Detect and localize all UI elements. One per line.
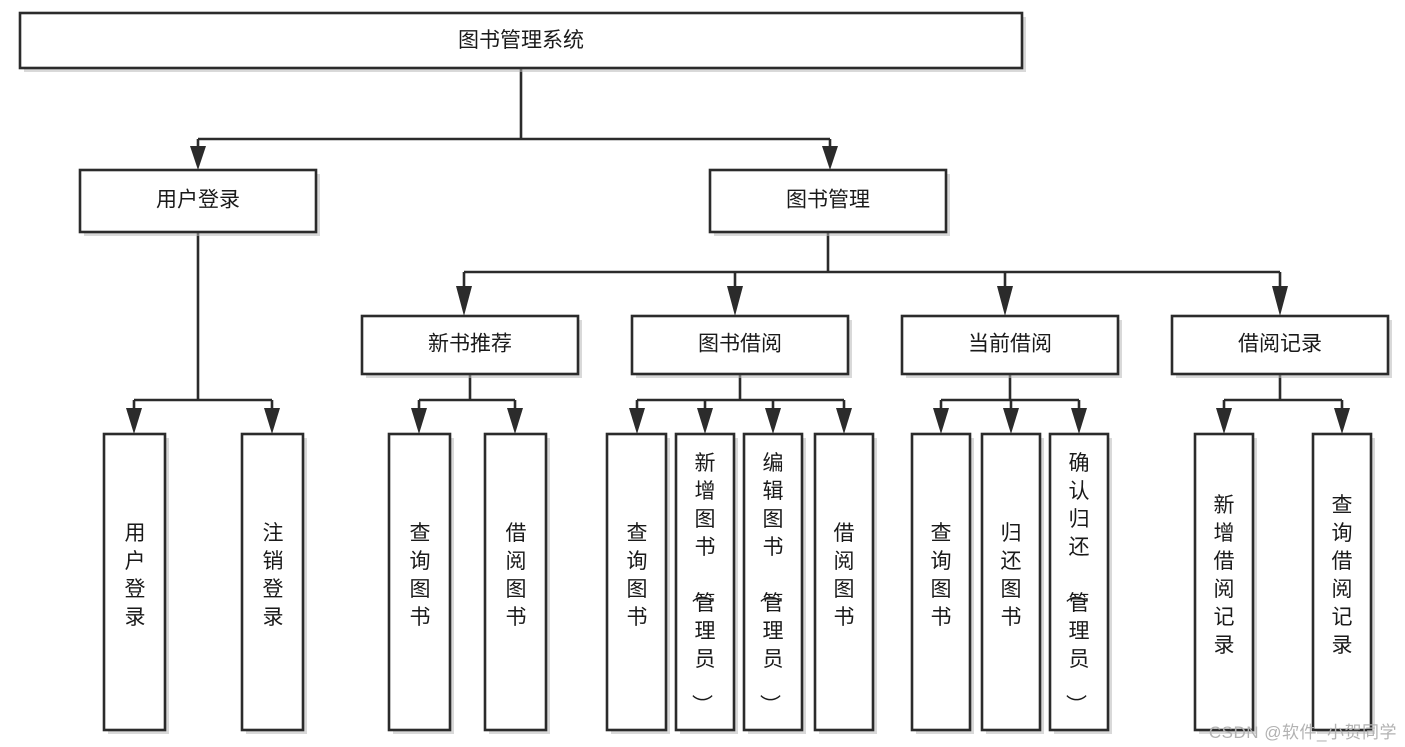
node-book-management[interactable]: 图书管理 xyxy=(708,168,950,236)
arrowhead-newbook-query xyxy=(411,408,427,434)
arrowhead-book-mgmt xyxy=(822,146,838,170)
csdn-watermark: CSDN @软件_小贺同学 xyxy=(1208,723,1397,742)
leaf-borrow-query-book-label: 查询图书 xyxy=(627,522,648,629)
arrowhead-borrow-edit xyxy=(765,408,781,434)
leaf-current-confirm-return-admin-label: 确认归还（管理员） xyxy=(1064,452,1090,715)
arrowhead-record-query xyxy=(1334,408,1350,434)
leaf-record-query[interactable]: 查询借阅记录 xyxy=(1311,432,1375,734)
node-book-management-label: 图书管理 xyxy=(786,189,870,212)
leaf-current-confirm-return-admin[interactable]: 确认归还（管理员） xyxy=(1048,432,1112,734)
leaf-borrow-lend-book-label: 借阅图书 xyxy=(834,522,855,629)
leaf-newbook-query-book[interactable]: 查询图书 xyxy=(387,432,454,734)
leaf-newbook-borrow-book[interactable]: 借阅图书 xyxy=(483,432,550,734)
leaf-logout-label: 注销登录 xyxy=(263,522,284,629)
leaf-user-login-label: 用户登录 xyxy=(125,522,146,629)
leaf-record-add-label: 新增借阅记录 xyxy=(1214,494,1235,657)
leaf-borrow-lend-book[interactable]: 借阅图书 xyxy=(813,432,877,734)
leaf-current-return-book[interactable]: 归还图书 xyxy=(980,432,1044,734)
leaf-user-login-box xyxy=(102,432,167,732)
leaf-borrow-add-book-admin[interactable]: 新增图书（管理员） xyxy=(674,432,738,734)
node-new-book-recommend-box xyxy=(360,314,580,376)
connector-lines xyxy=(126,68,1350,434)
leaf-record-query-box xyxy=(1311,432,1373,732)
leaf-current-return-book-label: 归还图书 xyxy=(1001,522,1022,629)
leaf-current-return-book-box xyxy=(980,432,1042,732)
leaf-record-query-label: 查询借阅记录 xyxy=(1332,494,1353,657)
leaf-current-confirm-return-admin-box xyxy=(1048,432,1110,732)
arrowhead-borrow xyxy=(727,286,743,316)
leaf-current-query-book-label: 查询图书 xyxy=(931,522,952,629)
leaf-borrow-edit-book-admin[interactable]: 编辑图书（管理员） xyxy=(742,432,806,734)
leaf-newbook-query-book-box xyxy=(387,432,452,732)
leaf-borrow-edit-book-admin-label: 编辑图书（管理员） xyxy=(758,452,784,715)
arrowhead-borrow-add xyxy=(697,408,713,434)
leaf-current-query-book[interactable]: 查询图书 xyxy=(910,432,974,734)
leaf-borrow-edit-book-admin-box xyxy=(742,432,804,732)
leaf-borrow-lend-book-box xyxy=(813,432,875,732)
arrowhead-current-return xyxy=(1003,408,1019,434)
leaf-logout-box xyxy=(240,432,305,732)
leaf-borrow-query-book[interactable]: 查询图书 xyxy=(605,432,670,734)
node-user-login[interactable]: 用户登录 xyxy=(78,168,320,236)
arrowhead-current-query xyxy=(933,408,949,434)
arrowhead-newbook-borrow xyxy=(507,408,523,434)
arrowhead-borrow-query xyxy=(629,408,645,434)
arrowhead-record-add xyxy=(1216,408,1232,434)
leaf-borrow-add-book-admin-box xyxy=(674,432,736,732)
arrowhead-borrow-lend xyxy=(836,408,852,434)
leaf-newbook-borrow-book-box xyxy=(483,432,548,732)
node-root-box xyxy=(18,11,1024,70)
leaf-user-login[interactable]: 用户登录 xyxy=(102,432,169,734)
node-book-borrow-label: 图书借阅 xyxy=(698,333,782,356)
node-user-login-label: 用户登录 xyxy=(156,189,240,212)
node-user-login-box xyxy=(78,168,318,234)
node-book-borrow[interactable]: 图书借阅 xyxy=(630,314,852,378)
node-root-label: 图书管理系统 xyxy=(458,29,584,52)
arrowhead-current-confirm xyxy=(1071,408,1087,434)
leaf-borrow-add-book-admin-label: 新增图书（管理员） xyxy=(690,452,716,715)
leaf-newbook-borrow-book-label: 借阅图书 xyxy=(506,522,527,629)
leaf-record-add[interactable]: 新增借阅记录 xyxy=(1193,432,1257,734)
arrowhead-leaf-user-login xyxy=(126,408,142,434)
node-current-borrow-box xyxy=(900,314,1120,376)
leaf-newbook-query-book-label: 查询图书 xyxy=(410,522,431,629)
leaf-logout[interactable]: 注销登录 xyxy=(240,432,307,734)
node-borrow-record-label: 借阅记录 xyxy=(1238,333,1322,356)
node-borrow-record[interactable]: 借阅记录 xyxy=(1170,314,1392,378)
arrowhead-user-login xyxy=(190,146,206,170)
arrowhead-borrow-record xyxy=(1272,286,1288,316)
node-book-management-box xyxy=(708,168,948,234)
node-borrow-record-box xyxy=(1170,314,1390,376)
node-root[interactable]: 图书管理系统 xyxy=(18,11,1026,72)
leaf-record-add-box xyxy=(1193,432,1255,732)
node-current-borrow[interactable]: 当前借阅 xyxy=(900,314,1122,378)
leaf-borrow-query-book-box xyxy=(605,432,668,732)
arrowhead-leaf-logout xyxy=(264,408,280,434)
arrowhead-current-borrow xyxy=(997,286,1013,316)
leaf-current-query-book-box xyxy=(910,432,972,732)
node-book-borrow-box xyxy=(630,314,850,376)
node-new-book-recommend[interactable]: 新书推荐 xyxy=(360,314,582,378)
arrowhead-newbook xyxy=(456,286,472,316)
node-new-book-recommend-label: 新书推荐 xyxy=(428,333,512,356)
node-current-borrow-label: 当前借阅 xyxy=(968,333,1052,356)
